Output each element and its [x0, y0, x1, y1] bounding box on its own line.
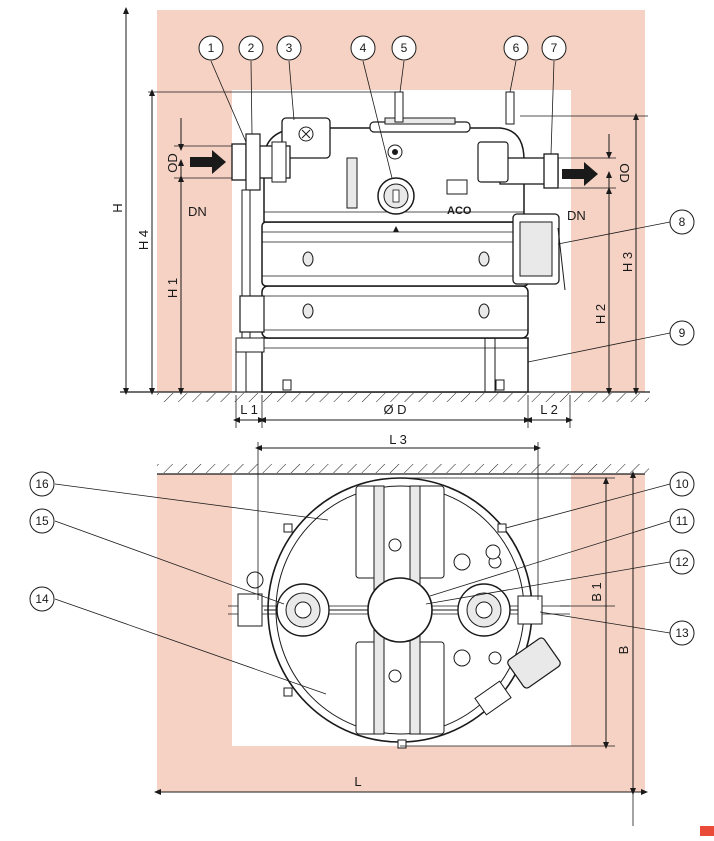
- callout-circle: [669, 620, 695, 646]
- callout-13: 13: [669, 620, 695, 646]
- callout-circle: [669, 549, 695, 575]
- callout-number: 8: [679, 215, 686, 229]
- plan-wall-zone: [157, 474, 645, 792]
- callout-circle: [350, 35, 376, 61]
- outlet-flow-arrow: [562, 162, 598, 186]
- callout-circle: [503, 35, 529, 61]
- od-right: OD: [617, 163, 632, 183]
- callout-11: 11: [669, 508, 695, 534]
- callout-2: 2: [238, 35, 264, 61]
- dim-h4: H 4: [136, 230, 151, 250]
- od-left: OD: [165, 153, 180, 173]
- callout-circle: [669, 320, 695, 346]
- callout-number: 9: [679, 326, 686, 340]
- callout-number: 2: [248, 41, 255, 55]
- callout-number: 16: [35, 477, 49, 491]
- callout-circle: [29, 586, 55, 612]
- callout-circle: [669, 209, 695, 235]
- callout-4: 4: [350, 35, 376, 61]
- callout-circle: [669, 471, 695, 497]
- callout-circle: [238, 35, 264, 61]
- plan-view: L 3 B 1 B L: [54, 432, 671, 826]
- callout-number: 11: [676, 514, 689, 528]
- callout-number: 7: [551, 41, 558, 55]
- dim-l1: L 1: [240, 402, 258, 417]
- callout-circle: [669, 508, 695, 534]
- callout-circle: [276, 35, 302, 61]
- callout-number: 12: [675, 555, 689, 569]
- dim-h3: H 3: [620, 252, 635, 272]
- callout-14: 14: [29, 586, 55, 612]
- callout-7: 7: [541, 35, 567, 61]
- callout-number: 14: [35, 592, 49, 606]
- callout-number: 6: [513, 41, 520, 55]
- callout-circle: [29, 471, 55, 497]
- callout-9: 9: [669, 320, 695, 346]
- callout-6: 6: [503, 35, 529, 61]
- callout-3: 3: [276, 35, 302, 61]
- tank-base: [261, 337, 529, 393]
- dim-h: H: [110, 203, 125, 212]
- inlet-flow-arrow: [190, 150, 226, 174]
- callout-circle: [541, 35, 567, 61]
- callout-16: 16: [29, 471, 55, 497]
- callout-1: 1: [198, 35, 224, 61]
- dim-l2: L 2: [540, 402, 558, 417]
- elevation-view: ACO: [110, 6, 671, 428]
- dim-l3: L 3: [389, 432, 407, 447]
- callout-circle: [29, 508, 55, 534]
- callout-number: 5: [401, 41, 408, 55]
- dim-b: B: [616, 646, 631, 655]
- callout-number: 4: [360, 41, 367, 55]
- callout-number: 3: [286, 41, 293, 55]
- dn-right: DN: [567, 208, 586, 223]
- dim-h2: H 2: [593, 304, 608, 324]
- plan-wall-hatch: [157, 464, 649, 473]
- aco-logo: ACO: [447, 205, 472, 217]
- callout-number: 1: [208, 41, 215, 55]
- callout-number: 15: [35, 514, 49, 528]
- dn-left: DN: [188, 204, 207, 219]
- page-corner-mark: [700, 826, 714, 836]
- dim-l: L: [354, 774, 361, 789]
- dim-h1: H 1: [165, 278, 180, 298]
- callout-15: 15: [29, 508, 55, 534]
- dim-b1: B 1: [589, 582, 604, 602]
- callout-5: 5: [391, 35, 417, 61]
- callout-number: 10: [675, 477, 689, 491]
- dim-od: Ø D: [383, 402, 406, 417]
- callout-number: 13: [675, 626, 689, 640]
- callout-8: 8: [669, 209, 695, 235]
- callout-12: 12: [669, 549, 695, 575]
- callout-10: 10: [669, 471, 695, 497]
- callout-circle: [198, 35, 224, 61]
- elevation-floor-hatch: [157, 393, 649, 402]
- callout-circle: [391, 35, 417, 61]
